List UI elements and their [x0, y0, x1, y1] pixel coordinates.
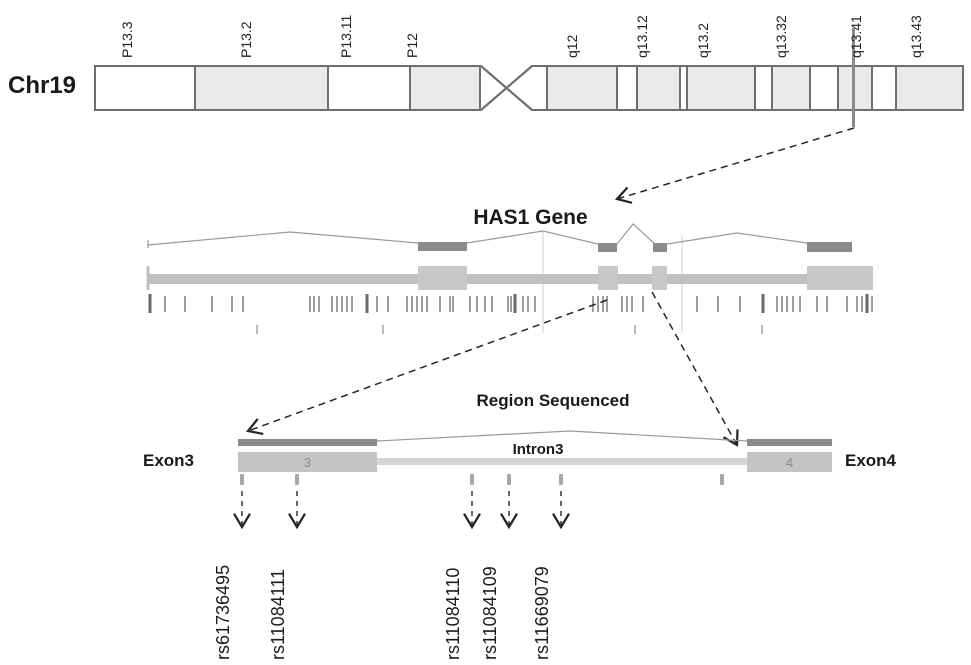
band-label-p13-11: P13.11	[338, 14, 354, 58]
intron3-bar	[377, 458, 747, 465]
band-label-p13-3: P13.3	[119, 21, 135, 58]
exon3-number: 3	[303, 455, 312, 470]
arrow-gene-to-exon3	[245, 299, 608, 436]
exon4-label: Exon4	[845, 451, 897, 470]
band-p12	[409, 65, 481, 111]
exon3-label: Exon3	[143, 451, 195, 470]
snp-label-rs11084110: rs11084110	[443, 567, 463, 660]
band-label-p12: P12	[404, 33, 420, 58]
snp-tick-marks	[240, 474, 724, 485]
exon3-dark-bar	[238, 439, 377, 446]
gene-bar	[148, 274, 873, 284]
arrow-gene-to-exon4	[651, 291, 739, 447]
chromosome-bands	[194, 65, 964, 111]
chromosome-title: Chr19	[8, 72, 77, 99]
band-q13-12	[636, 65, 681, 111]
snp-label-rs11084109: rs11084109	[480, 566, 500, 660]
band-label-q13-12: q13.12	[634, 15, 650, 58]
exon4-number: 4	[785, 455, 794, 470]
snp-tick	[295, 474, 299, 485]
exon4-dark-bar	[747, 439, 832, 446]
band-q13-2	[686, 65, 756, 111]
band-p13-2	[194, 65, 329, 111]
variant-tick-track	[148, 294, 873, 313]
snp-pointer-arrows	[233, 491, 570, 530]
region-sequenced-diagram	[233, 430, 832, 530]
band-label-p13-2: P13.2	[238, 21, 254, 58]
snp-tick	[720, 474, 724, 485]
band-label-q13-43: q13.43	[908, 15, 924, 58]
centromere	[479, 64, 534, 112]
gene-model	[146, 223, 873, 334]
transcript-splice-line	[147, 223, 808, 248]
band-label-q13-32: q13.32	[773, 15, 789, 58]
snp-tick	[559, 474, 563, 485]
snp-tick	[507, 474, 511, 485]
band-q12	[546, 65, 618, 111]
band-label-q12: q12	[564, 34, 580, 58]
region-sequenced-title: Region Sequenced	[476, 391, 630, 410]
band-q13-32	[771, 65, 811, 111]
intron3-label: Intron3	[512, 441, 564, 458]
exon4-box	[747, 452, 832, 472]
snp-tick	[240, 474, 244, 485]
snp-tick	[470, 474, 474, 485]
exon3-box	[238, 452, 377, 472]
gene-title: HAS1 Gene	[473, 206, 588, 229]
gene-exon-boxes	[418, 266, 873, 290]
band-q13-43	[895, 65, 964, 111]
intron-splice-line	[376, 430, 748, 442]
transcript-exons	[418, 242, 852, 252]
chromosome-ideogram	[94, 28, 964, 127]
snp-label-rs61736495: rs61736495	[213, 564, 233, 660]
sparse-tick-track	[256, 325, 763, 334]
band-label-q13-2: q13.2	[695, 22, 711, 58]
snp-label-rs11669079: rs11669079	[532, 566, 552, 660]
arrow-chromosome-to-gene	[614, 127, 855, 204]
band-label-q13-41: q13.41	[848, 15, 864, 58]
snp-label-rs11084111: rs11084111	[268, 568, 288, 660]
